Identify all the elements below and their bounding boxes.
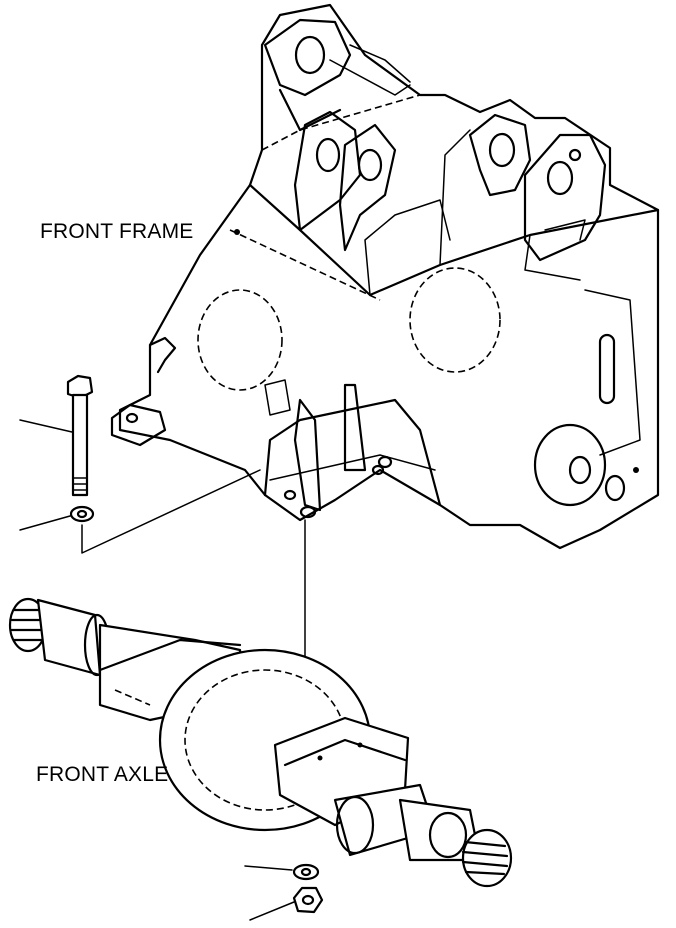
axle-nut [249, 886, 324, 921]
front-axle-label: FRONT AXLE [36, 763, 169, 786]
mounting-bolt [19, 374, 94, 497]
front-axle-illustration [8, 597, 513, 888]
bolt-washer [19, 505, 95, 531]
axle-washer [244, 863, 320, 881]
front-frame-illustration [110, 3, 660, 550]
bolt-alignment-line [81, 469, 261, 554]
front-frame-label: FRONT FRAME [40, 220, 194, 243]
